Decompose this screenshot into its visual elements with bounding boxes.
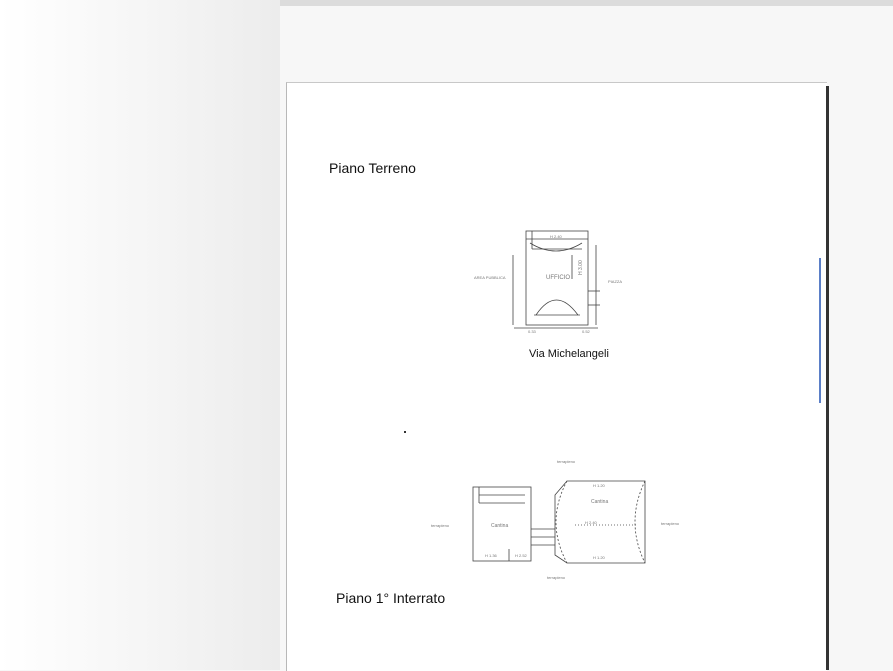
right-area-label: PIAZZA [608, 279, 622, 284]
bottom-left-dimension: 0.33 [528, 329, 537, 334]
right-mid-height: H 2.40 [585, 520, 598, 525]
ground-floor-plan: UFFICIO H 3.00 H 2.40 AREA PUBBLICA PIAZ… [474, 230, 622, 334]
blue-edge-mark [819, 258, 821, 403]
right-bottom-height: H 1.20 [593, 555, 606, 560]
left-terrain-label: terrapieno [431, 523, 450, 528]
left-cellar-label: Cantina [491, 523, 508, 529]
bottom-right-dimension: 0.52 [582, 329, 591, 334]
scan-top-edge [0, 0, 893, 6]
right-cellar-label: Cantina [591, 499, 608, 505]
height-label: H 3.00 [578, 260, 584, 275]
scan-background [0, 0, 280, 670]
street-label: Via Michelangeli [529, 348, 609, 360]
top-terrain-label: terrapieno [557, 459, 576, 464]
ground-floor-heading: Piano Terreno [329, 160, 416, 176]
basement-plan: terrapieno terrapieno terrapieno terrapi… [431, 459, 680, 580]
left-area-label: AREA PUBBLICA [474, 275, 506, 280]
bottom-terrain-label: terrapieno [547, 575, 566, 580]
document-sheet [286, 82, 827, 671]
left-height-2: H 2.52 [515, 553, 528, 558]
basement-heading: Piano 1° Interrato [336, 590, 446, 606]
sheet-right-edge [826, 86, 829, 670]
right-top-height: H 1.20 [593, 483, 606, 488]
scan-speck [404, 431, 406, 433]
room-label: UFFICIO [546, 275, 570, 281]
left-height-1: H 1.36 [485, 553, 498, 558]
top-height-label: H 2.40 [550, 234, 563, 239]
right-terrain-label: terrapieno [661, 521, 680, 526]
